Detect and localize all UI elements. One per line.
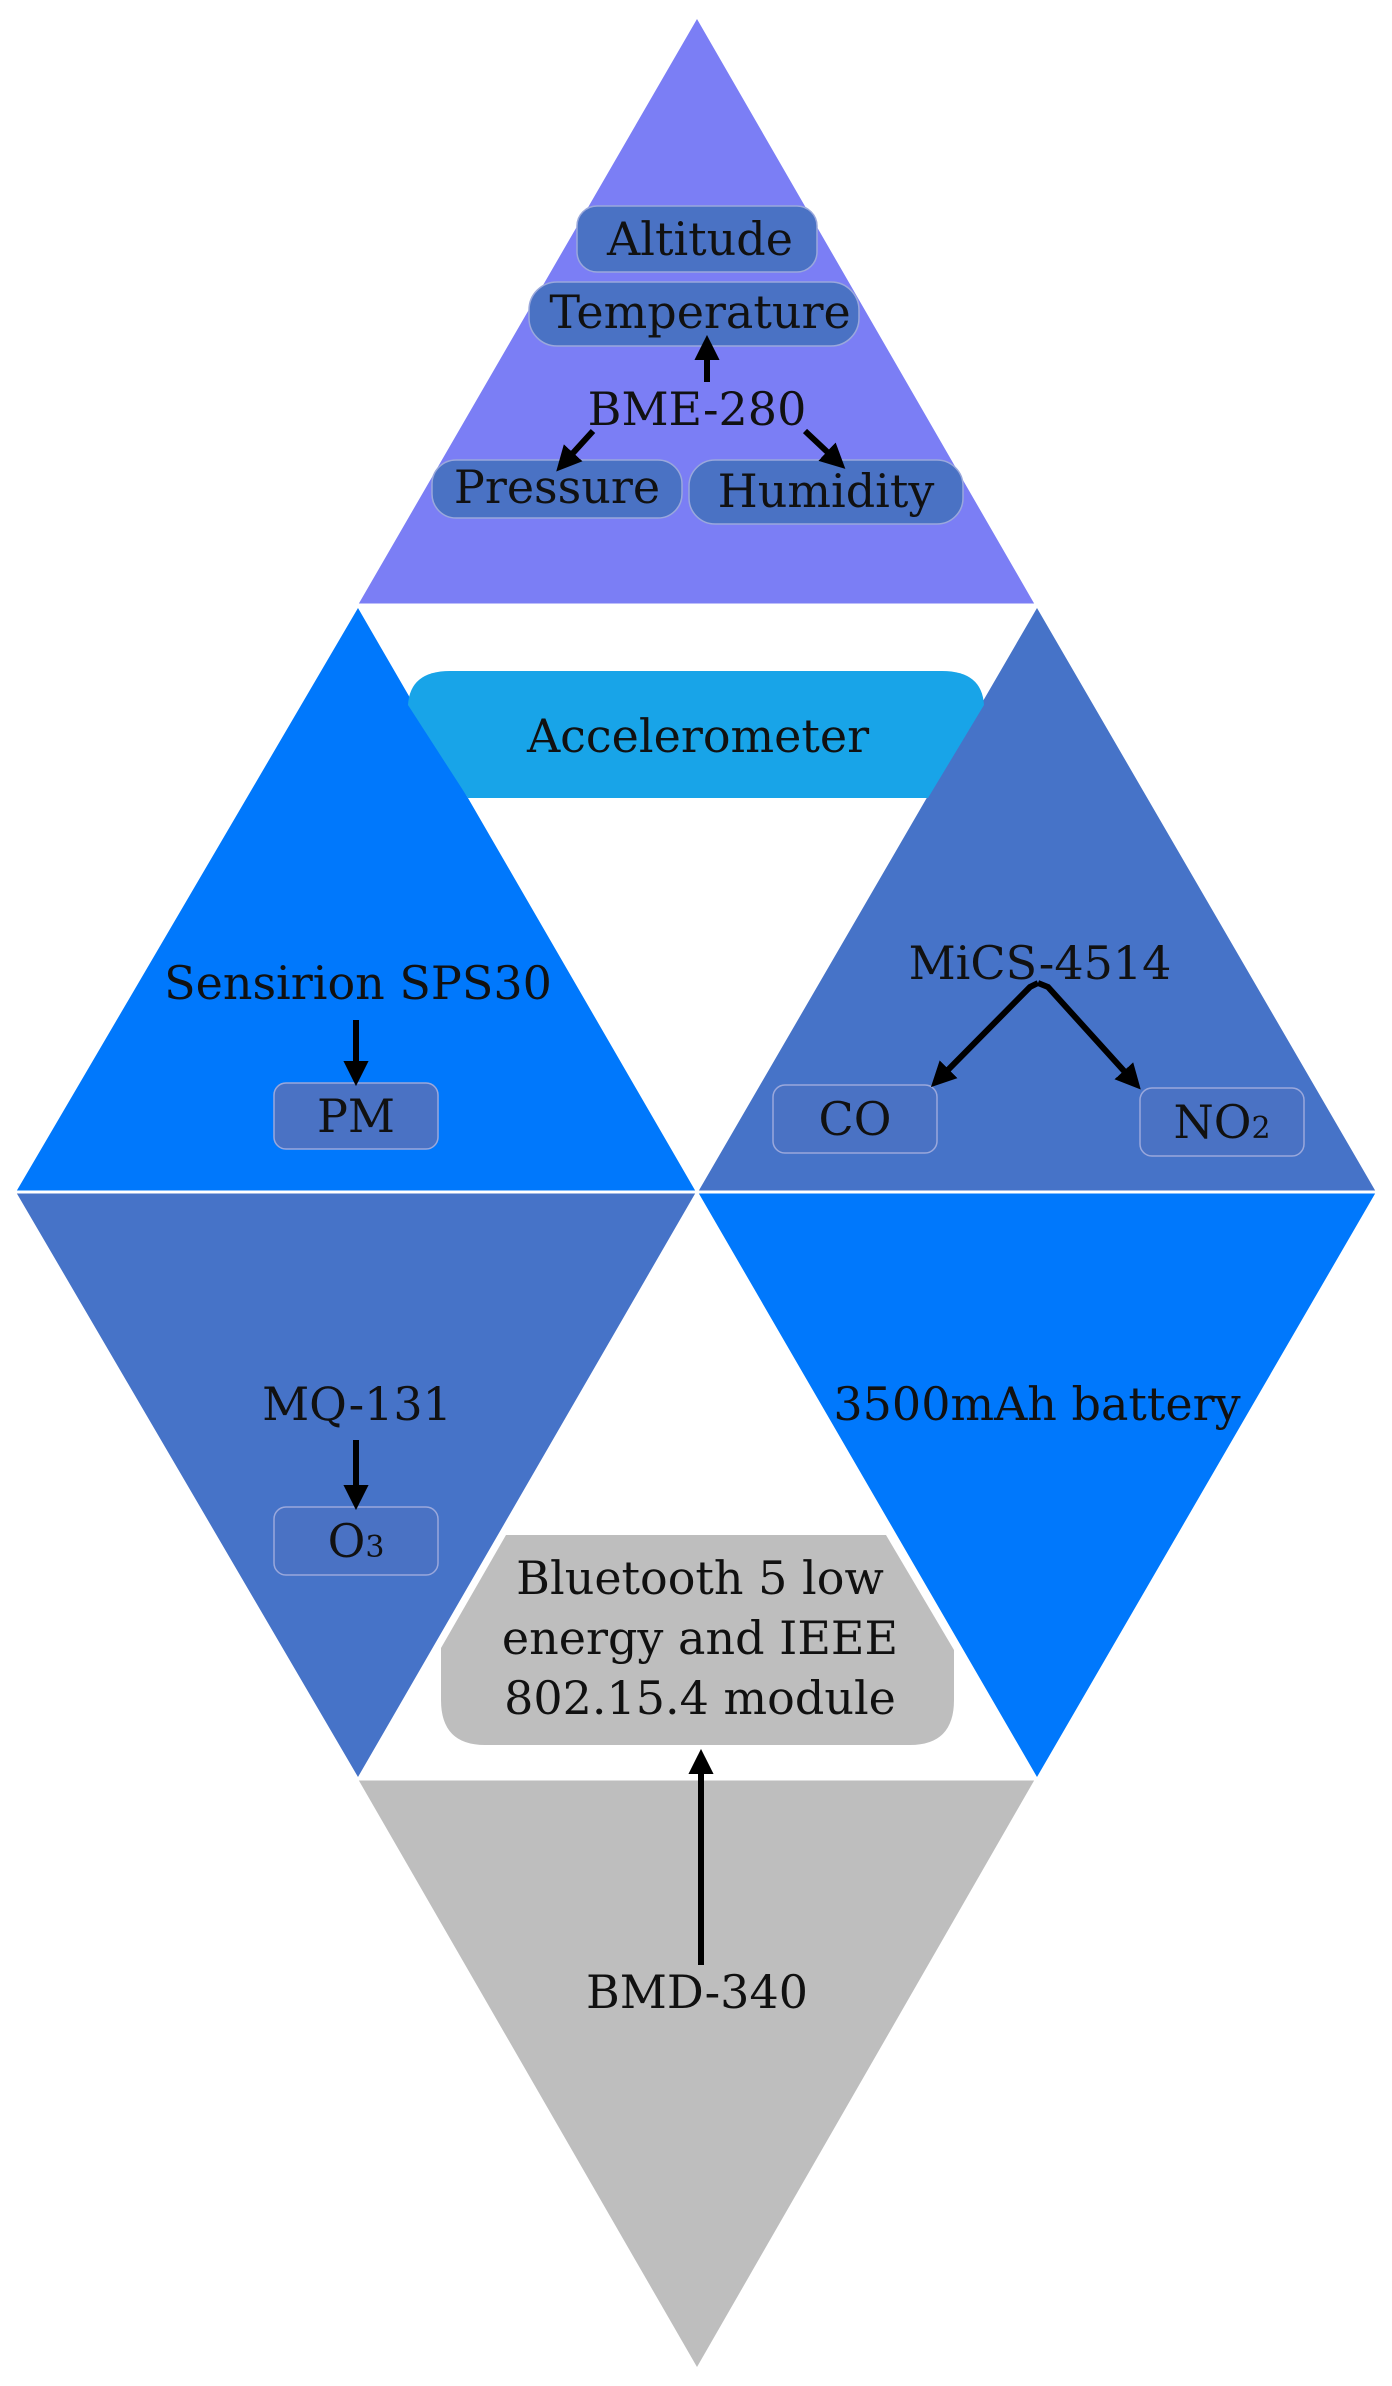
bluetooth-line2: energy and IEEE	[502, 1611, 898, 1665]
bluetooth-line3: 802.15.4 module	[504, 1671, 896, 1725]
arrow-to-pressure	[556, 428, 596, 472]
pm-label: PM	[317, 1089, 395, 1143]
mics4514-label: MiCS-4514	[909, 936, 1172, 990]
altitude-label: Altitude	[606, 212, 793, 266]
temperature-pill	[528, 281, 860, 347]
o3-main: O	[328, 1514, 366, 1568]
mics-triangle	[697, 606, 1377, 1192]
co-label: CO	[819, 1092, 892, 1146]
o3-subscript: 3	[365, 1530, 384, 1565]
o3-label: O3	[328, 1514, 385, 1568]
co-box	[772, 1084, 938, 1154]
battery-label: 3500mAh battery	[833, 1377, 1240, 1431]
sps-triangle	[15, 606, 697, 1192]
no2-subscript: 2	[1251, 1111, 1270, 1146]
accelerometer-band	[408, 671, 984, 798]
arrow-to-humidity	[802, 428, 846, 469]
bme280-label: BME-280	[588, 382, 807, 436]
battery-triangle	[697, 1192, 1377, 1779]
temperature-label: Temperature	[549, 285, 850, 339]
no2-main: NO	[1173, 1095, 1251, 1149]
pressure-label: Pressure	[454, 460, 660, 514]
bluetooth-box	[441, 1535, 954, 1745]
altitude-pill	[576, 205, 818, 273]
bluetooth-line1: Bluetooth 5 low	[516, 1551, 884, 1605]
accelerometer-label: Accelerometer	[526, 709, 869, 763]
arrows	[343, 334, 1141, 1965]
bmd340-label: BMD-340	[586, 1965, 808, 2019]
arrow-to-no2	[1036, 980, 1141, 1090]
sps30-label: Sensirion SPS30	[164, 956, 552, 1010]
arrow-to-co	[930, 980, 1040, 1088]
no2-label: NO2	[1173, 1095, 1270, 1149]
no2-box	[1139, 1087, 1305, 1157]
humidity-label: Humidity	[718, 464, 935, 518]
mq131-label: MQ-131	[262, 1377, 452, 1431]
bmd-triangle	[357, 1779, 1036, 2370]
